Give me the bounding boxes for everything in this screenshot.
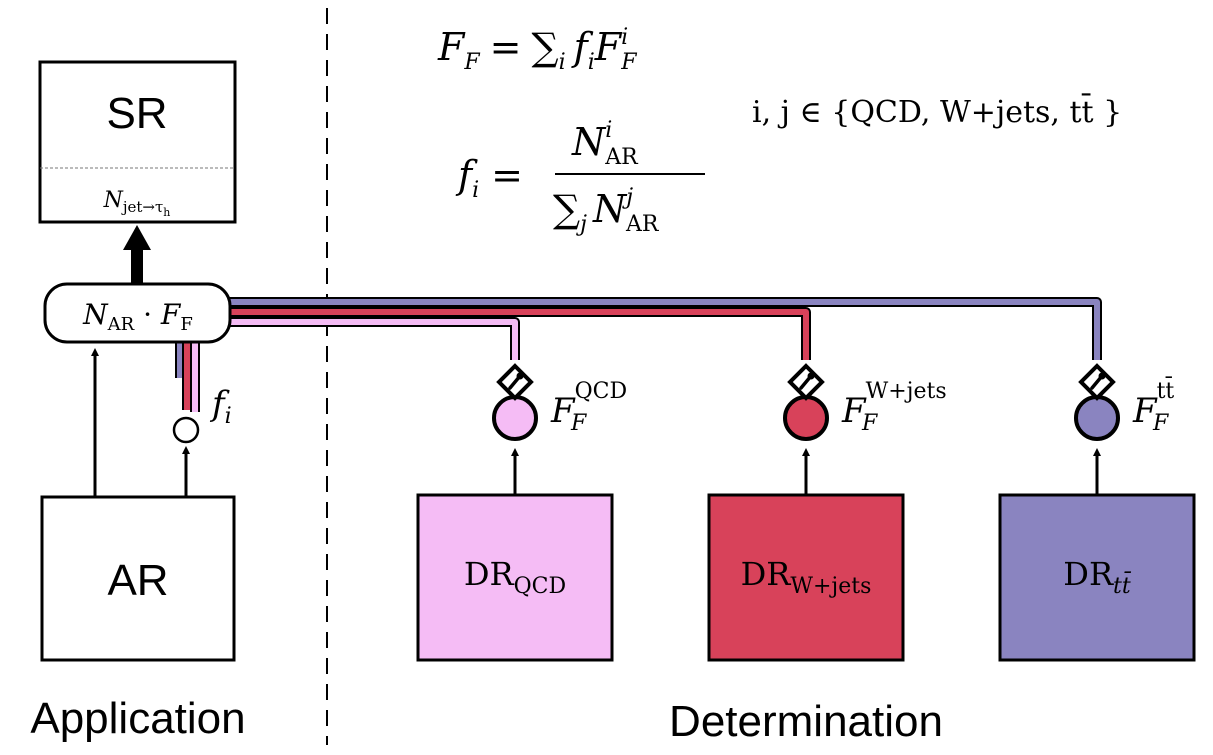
sr-sublabel: Njet→τh xyxy=(103,188,171,219)
dr-label-ttbar: DRtt̄ xyxy=(1063,555,1131,599)
apply-node: NAR · FF xyxy=(43,282,232,344)
ff-label-ttbar: Ftt̄F xyxy=(1132,376,1174,436)
qcd-line xyxy=(190,317,520,412)
eq-index-set: i, j ∈ {QCD, W+jets, tt̄ } xyxy=(752,92,1122,130)
ff-lines xyxy=(175,297,1102,412)
wrench-icon xyxy=(1078,363,1116,401)
sr-label: SR xyxy=(106,89,167,138)
fraction-node xyxy=(172,416,200,444)
apply-node-label: NAR · FF xyxy=(82,298,193,335)
dr-label-wjets: DRW+jets xyxy=(741,555,872,599)
eq-fraction-lhs: fi= xyxy=(455,153,523,203)
dr-box-ttbar xyxy=(998,493,1196,662)
section-label-application: Application xyxy=(30,694,245,743)
ar-label: AR xyxy=(107,556,168,605)
ff-node-wjets xyxy=(783,395,829,441)
apply-to-sr-arrow xyxy=(123,225,151,283)
dr-group-ttbar: Ftt̄F DRtt̄ xyxy=(998,363,1196,662)
ff-node-ttbar xyxy=(1074,395,1120,441)
section-label-determination: Determination xyxy=(669,697,943,746)
fraction-label: fi xyxy=(209,384,232,429)
wrench-icon xyxy=(787,363,825,401)
dr-label-qcd: DRQCD xyxy=(464,555,566,599)
dr-box-wjets xyxy=(707,493,905,662)
wrench-icon xyxy=(496,363,534,401)
ff-node-qcd xyxy=(492,395,538,441)
ar-box: AR xyxy=(40,495,236,662)
sr-box: SR Njet→τh xyxy=(38,60,237,224)
